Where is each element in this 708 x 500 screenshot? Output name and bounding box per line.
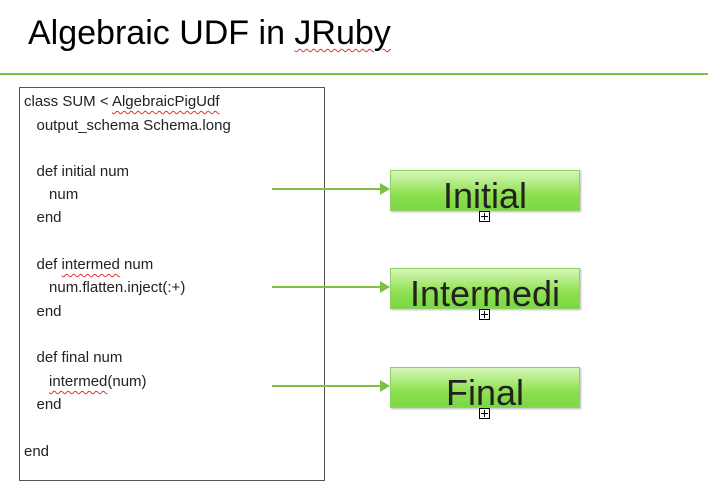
code-line: end <box>24 209 62 226</box>
code-post: num <box>119 256 154 273</box>
code-post: (num) <box>107 373 147 390</box>
code-line: def final num <box>24 349 123 366</box>
box-label: Final <box>445 372 525 408</box>
code-pre: def <box>24 256 62 273</box>
code-pre <box>24 373 49 390</box>
code-line: end <box>24 303 62 320</box>
box-label: Initial <box>442 175 528 211</box>
box-intermed[interactable]: Intermedi <box>390 268 580 309</box>
arrow-final <box>272 380 390 392</box>
code-box <box>19 87 325 481</box>
code-pre: num <box>24 186 79 203</box>
box-final[interactable]: Final <box>390 367 580 408</box>
title-divider <box>0 73 708 75</box>
plus-icon[interactable] <box>479 211 490 222</box>
arrow-intermed <box>272 281 390 293</box>
code-pre: output_schema Schema.long <box>24 117 231 134</box>
box-initial[interactable]: Initial <box>390 170 580 211</box>
code-pre: class SUM < <box>24 93 112 110</box>
plus-icon[interactable] <box>479 408 490 419</box>
code-pre: end <box>24 209 62 226</box>
code-line: end <box>24 396 62 413</box>
code-pre: end <box>24 443 50 460</box>
code-pre: end <box>24 396 62 413</box>
code-line: def intermed num <box>24 256 154 273</box>
arrow-initial <box>272 183 390 195</box>
code-pre: num.flatten.inject(:+) <box>24 279 186 296</box>
code-pre: def initial num <box>24 163 130 180</box>
code-pre: def final num <box>24 349 123 366</box>
code-sq: AlgebraicPigUdf <box>111 93 220 110</box>
code-line: end <box>24 443 49 460</box>
code-line: num <box>24 186 78 203</box>
code-line: output_schema Schema.long <box>24 117 231 134</box>
code-sq: intermed <box>61 256 120 273</box>
title-text: Algebraic UDF in <box>28 14 295 52</box>
code-pre: end <box>24 303 62 320</box>
code-line: class SUM < AlgebraicPigUdf <box>24 93 220 110</box>
code-line: intermed(num) <box>24 373 147 390</box>
plus-icon[interactable] <box>479 309 490 320</box>
code-line: num.flatten.inject(:+) <box>24 279 185 296</box>
slide-title: Algebraic UDF in JRuby <box>28 14 391 53</box>
title-underlined: JRuby <box>294 14 391 52</box>
code-sq: intermed <box>49 373 108 390</box>
code-line: def initial num <box>24 163 130 180</box>
box-label: Intermedi <box>409 273 561 309</box>
